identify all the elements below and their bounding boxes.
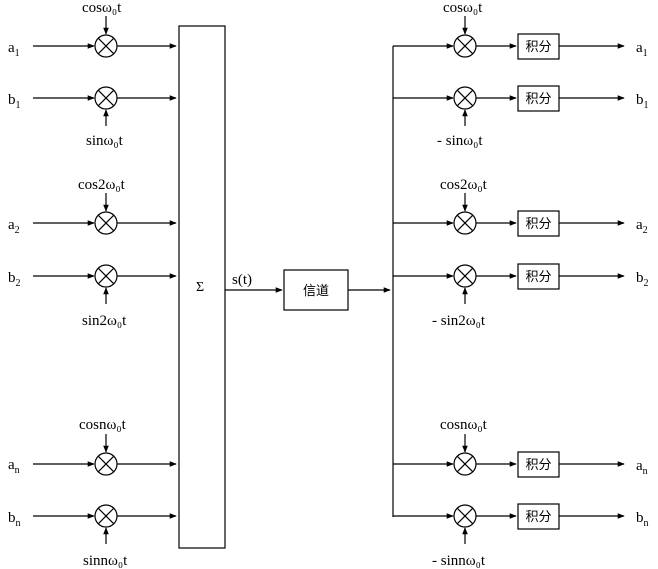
- summer-symbol: Σ: [196, 280, 204, 295]
- tx-carrier-label: sinω₀t: [86, 133, 124, 149]
- tx-carrier-label: cosnω₀t: [79, 417, 127, 433]
- rx-carrier-label: - sinω₀t: [437, 133, 483, 149]
- tx-input-label: b1: [8, 92, 21, 111]
- rx-carrier-label: cosnω₀t: [440, 417, 488, 433]
- integrator-label: 积分: [525, 91, 551, 106]
- rx-row-a2: cos2ω₀t 积分 a2: [393, 177, 648, 237]
- rx-output-label: an: [636, 458, 648, 477]
- rx-row-b1: - sinω₀t 积分 b1: [393, 85, 649, 149]
- tx-input-label: bn: [8, 510, 21, 529]
- channel-label: 信道: [303, 283, 329, 298]
- signal-label: s(t): [232, 272, 252, 288]
- multiplier-icon: [453, 264, 477, 288]
- rx-row-an: cosnω₀t 积分 an: [393, 417, 648, 478]
- rx-carrier-label: cos2ω₀t: [440, 177, 488, 193]
- integrator-label: 积分: [525, 39, 551, 54]
- rx-row-b2: - sin2ω₀t 积分 b2: [393, 263, 649, 329]
- rx-row-bn: - sinnω₀t 积分 bn: [393, 503, 649, 569]
- multiplier-icon: [94, 86, 118, 110]
- multiplier-icon: [94, 452, 118, 476]
- tx-input-label: an: [8, 457, 20, 476]
- multiplier-icon: [453, 86, 477, 110]
- integrator-label: 积分: [525, 269, 551, 284]
- channel: s(t) 信道: [225, 269, 391, 311]
- tx-input-label: b2: [8, 270, 21, 289]
- tx-carrier-label: cos2ω₀t: [78, 177, 126, 193]
- tx-row-bn: bn sinnω₀t -: [8, 504, 188, 569]
- channel-block: [283, 269, 349, 311]
- integrator-block: [517, 263, 560, 290]
- multiplier-icon: [94, 211, 118, 235]
- integrator-block: [517, 210, 560, 237]
- tx-carrier-label: cosω₀t: [82, 0, 122, 16]
- multiplier-icon: [453, 452, 477, 476]
- tx-input-label: a2: [8, 217, 20, 236]
- multiplier-icon: [94, 264, 118, 288]
- rx-output-label: bn: [636, 510, 649, 529]
- rx-output-label: a1: [636, 40, 648, 59]
- rx-carrier-label: - sinnω₀t: [432, 553, 486, 569]
- integrator-label: 积分: [525, 457, 551, 472]
- multiplier-icon: [453, 211, 477, 235]
- multiplier-icon: [94, 34, 118, 58]
- rx-row-a1: cosω₀t 积分 a1: [393, 0, 648, 60]
- rx-output-label: a2: [636, 217, 648, 236]
- multiplier-icon: [94, 504, 118, 528]
- tx-carrier-label: sinnω₀t: [83, 553, 128, 569]
- receiver: cosω₀t 积分 a1 - sinω₀t 积分 b1: [392, 0, 649, 569]
- rx-output-label: b1: [636, 92, 649, 111]
- tx-carrier-label: sin2ω₀t: [82, 313, 127, 329]
- integrator-block: [517, 85, 560, 112]
- rx-output-label: b2: [636, 270, 649, 289]
- tx-row-a2: a2 cos2ω₀t +: [8, 177, 190, 236]
- integrator-block: [517, 451, 560, 478]
- multiplier-icon: [453, 504, 477, 528]
- transmitter: a1 cosω₀t + b1 sinω₀t -: [8, 0, 226, 569]
- tx-input-label: a1: [8, 40, 20, 59]
- integrator-label: 积分: [525, 216, 551, 231]
- tx-row-b1: b1 sinω₀t -: [8, 86, 188, 149]
- integrator-block: [517, 503, 560, 530]
- rx-carrier-label: - sin2ω₀t: [432, 313, 486, 329]
- summer-block: [178, 25, 226, 549]
- tx-row-a1: a1 cosω₀t +: [8, 0, 190, 59]
- tx-row-an: an cosnω₀t +: [8, 417, 190, 476]
- tx-row-b2: b2 sin2ω₀t -: [8, 264, 188, 329]
- integrator-label: 积分: [525, 509, 551, 524]
- rx-carrier-label: cosω₀t: [443, 0, 483, 16]
- multiplier-icon: [453, 34, 477, 58]
